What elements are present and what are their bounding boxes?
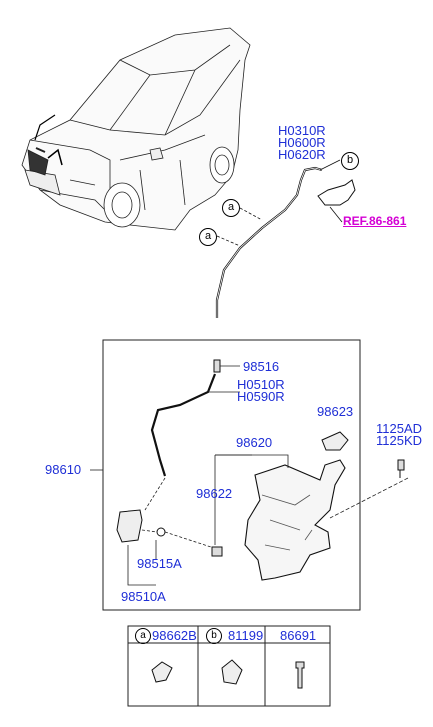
callout-b-leader (319, 159, 341, 171)
reservoir-part-label: 98622 (196, 486, 233, 501)
assembly-frame (102, 339, 361, 611)
pump-bracket (127, 540, 157, 586)
ref-leader (329, 206, 343, 223)
reservoir-cap (321, 431, 349, 451)
car-illustration (21, 27, 251, 231)
clip-b-icon (221, 659, 243, 685)
table-part-a: 98662B (152, 628, 197, 643)
washer-reservoir (244, 459, 346, 581)
bolt-label-1: 1125AD (376, 421, 423, 436)
bolt-dash (329, 477, 409, 519)
clip-a-icon (151, 661, 173, 683)
nozzle-label: 98516 (243, 359, 280, 374)
nozzle-part (213, 359, 221, 373)
washer-pump (116, 509, 143, 543)
ref-link[interactable]: REF.86-861 (343, 214, 407, 228)
screw-icon (295, 661, 305, 689)
grommet (156, 527, 166, 537)
table-part-b: 81199 (228, 628, 264, 643)
hose-top-label-2: H0600R (278, 135, 326, 150)
reservoir-label: 98620 (236, 435, 273, 450)
hose-mid-label-1: H0510R (237, 377, 285, 392)
grommet-dash (141, 529, 215, 549)
cap-label: 98623 (317, 404, 354, 419)
pump-label: 98510A (121, 589, 166, 604)
parts-table (127, 625, 331, 707)
reservoir-detail (261, 494, 313, 551)
table-tag-a: a (135, 628, 151, 644)
assembly-label: 98610 (45, 462, 82, 477)
bolt-label-2: 1125KD (376, 433, 423, 448)
grommet-label: 98515A (137, 556, 182, 571)
mid-washer-hose (150, 373, 217, 477)
hose-top-label-1: H0310R (278, 123, 326, 138)
table-part-c: 86691 (280, 628, 317, 643)
callout-a2-leader (216, 235, 241, 247)
mounting-bolt (397, 459, 405, 478)
hose-top-label-3: H0620R (278, 147, 326, 162)
hose-mid-label-2: H0590R (237, 389, 285, 404)
callout-b: b (341, 152, 359, 170)
callout-a1-leader (239, 207, 263, 221)
table-tag-b: b (206, 628, 222, 644)
upper-washer-hose-inner (216, 167, 323, 318)
pump-hose-dash (144, 477, 166, 511)
hose-connector-b (317, 179, 356, 206)
reservoir-grommet (211, 546, 223, 557)
callout-a1: a (222, 199, 240, 217)
callout-a2: a (199, 228, 217, 246)
